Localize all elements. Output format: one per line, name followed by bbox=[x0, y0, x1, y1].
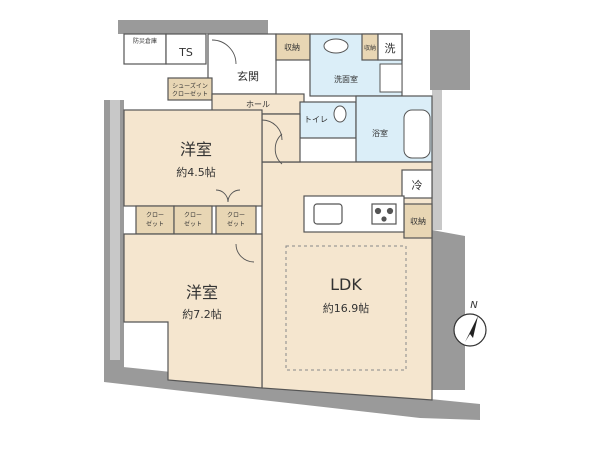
label-fridge: 冷 bbox=[412, 179, 423, 192]
label-washroom: 洗面室 bbox=[334, 74, 358, 84]
label-entrance: 玄関 bbox=[237, 69, 259, 83]
label-ldk-area: 約16.9帖 bbox=[323, 301, 370, 315]
wall-right-upper bbox=[430, 30, 470, 90]
floor-toilet bbox=[299, 101, 357, 139]
sink-icon bbox=[313, 203, 343, 225]
label-ts: TS bbox=[178, 46, 193, 59]
label-closet-b-1: クロー bbox=[184, 212, 202, 219]
kitchen-counter bbox=[303, 195, 405, 233]
floor-shoes-in-closet bbox=[167, 77, 213, 101]
floor-closet-c bbox=[215, 205, 257, 235]
label-disaster-storage: 防災倉庫 bbox=[133, 37, 157, 45]
label-closet-c-2: ゼット bbox=[227, 220, 245, 228]
door-entrance bbox=[211, 39, 237, 65]
bathtub-icon bbox=[403, 109, 431, 159]
wall-top bbox=[118, 20, 268, 34]
door-closet-north-b bbox=[227, 189, 241, 203]
label-closet-c-1: クロー bbox=[227, 212, 245, 219]
door-swings bbox=[211, 39, 283, 263]
wall-right-lower bbox=[432, 230, 465, 390]
floor-ts bbox=[165, 33, 207, 65]
fixtures bbox=[323, 38, 431, 159]
label-laundry: 洗 bbox=[385, 42, 396, 55]
label-bedroom-south: 洋室 bbox=[186, 283, 218, 302]
door-ldk bbox=[274, 133, 283, 165]
door-bedroom-north bbox=[261, 119, 283, 141]
infill-left bbox=[110, 100, 120, 360]
label-hall: ホール bbox=[246, 100, 270, 109]
compass-label: N bbox=[470, 300, 478, 311]
labels: 防災倉庫 TS 玄関 収納 ホール シューズイン クローゼット 洗面室 収納 洗… bbox=[133, 37, 426, 321]
infill-right bbox=[432, 90, 442, 230]
floor-fridge bbox=[401, 169, 433, 199]
label-bedroom-south-area: 約7.2帖 bbox=[182, 307, 222, 321]
washer-pan-icon bbox=[379, 63, 403, 93]
burner-icon bbox=[381, 216, 387, 222]
burner-icon bbox=[374, 207, 382, 215]
floor-entrance bbox=[207, 33, 277, 95]
floor-disaster-storage bbox=[123, 33, 167, 65]
label-bedroom-north-area: 約4.5帖 bbox=[176, 165, 216, 179]
label-ldk: LDK bbox=[330, 275, 362, 294]
label-closet-b-2: ゼット bbox=[184, 220, 202, 228]
label-shoes-in-closet-1: シューズイン bbox=[172, 82, 208, 90]
label-entry-storage: 収納 bbox=[284, 42, 300, 52]
floor-laundry bbox=[377, 33, 403, 61]
label-closet-a-1: クロー bbox=[146, 212, 164, 219]
floor-kitchen-storage bbox=[403, 203, 433, 239]
floor-bedroom-south bbox=[123, 233, 263, 389]
label-bathroom: 浴室 bbox=[372, 128, 388, 138]
wash-basin-icon bbox=[323, 38, 349, 54]
label-kitchen-storage: 収納 bbox=[410, 216, 426, 226]
door-bedroom-south bbox=[235, 243, 255, 263]
label-closet-a-2: ゼット bbox=[146, 220, 164, 228]
compass-needle-icon bbox=[465, 316, 478, 342]
toilet-bowl-icon bbox=[333, 105, 347, 123]
compass: N bbox=[453, 300, 487, 347]
label-bedroom-north: 洋室 bbox=[180, 140, 212, 159]
outer-infill bbox=[110, 90, 442, 360]
floor-closet-b bbox=[173, 205, 213, 235]
label-toilet: トイレ bbox=[304, 115, 328, 124]
label-wash-storage: 収納 bbox=[364, 44, 376, 52]
floor-closet-a bbox=[135, 205, 175, 235]
burner-icon bbox=[386, 207, 394, 215]
ldk-dashed-area bbox=[285, 245, 407, 371]
label-shoes-in-closet-2: クローゼット bbox=[172, 90, 208, 98]
compass-ring bbox=[453, 313, 487, 347]
